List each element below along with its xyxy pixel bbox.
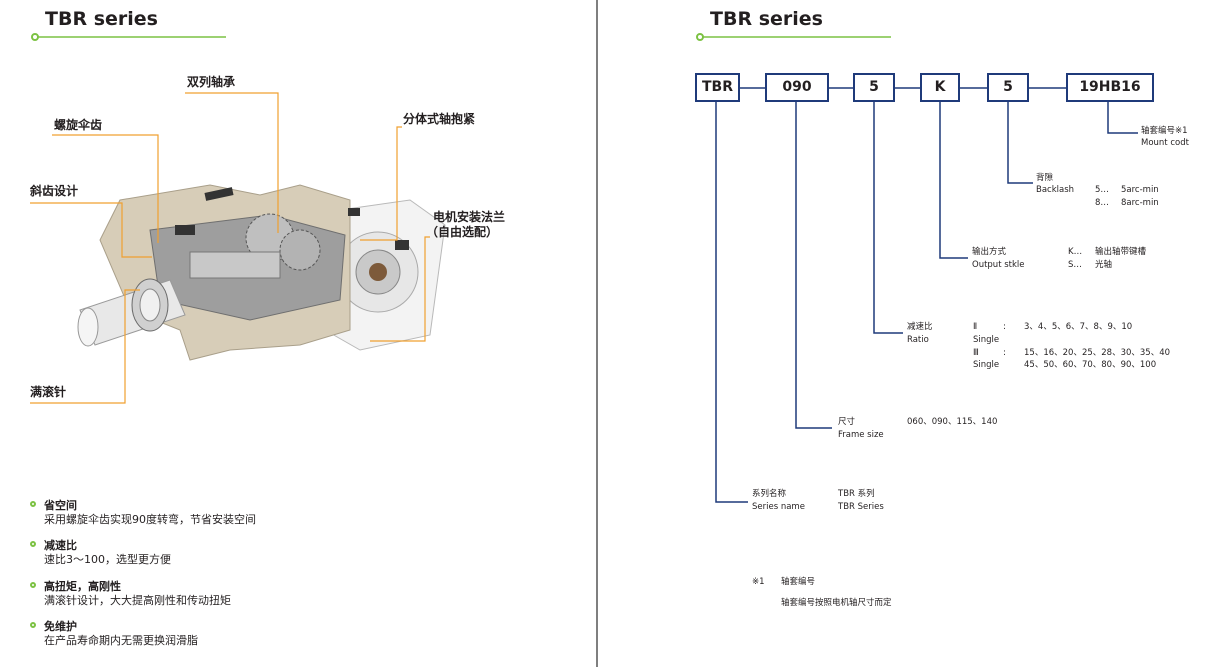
ratio-colon: : (1003, 322, 1006, 332)
feature-desc: 满滚针设计，大大提高刚性和传动扭矩 (44, 594, 231, 607)
backlash-label-en: Backlash (1036, 185, 1075, 195)
backlash-label-cn: 背隙 (1036, 173, 1054, 183)
feature-bullet-icon (30, 501, 36, 507)
code-box-ratio: 5 (853, 73, 895, 102)
callout-motor-flange-optional: （自由选配） (426, 225, 499, 239)
callout-spiral-bevel: 螺旋伞齿 (54, 118, 103, 132)
series-value-cn: TBR 系列 (838, 489, 875, 499)
footnote-title: 轴套编号 (781, 577, 816, 587)
ratio-colon: : (1003, 348, 1006, 358)
ratio-values: 3、4、5、6、7、8、9、10 (1024, 322, 1133, 332)
code-box-output: K (920, 73, 960, 102)
backlash-option-value: 5arc-min (1121, 185, 1159, 195)
code-box-frame: 090 (765, 73, 829, 102)
ratio-label-en: Ratio (907, 335, 929, 345)
gearbox-illustration (77, 184, 446, 361)
frame-label-en: Frame size (838, 430, 884, 440)
feature-title: 免维护 (44, 620, 77, 633)
feature-title: 减速比 (44, 539, 77, 552)
ratio-stage-sub: Single (973, 335, 1000, 345)
footnote-mark: ※1 (752, 577, 765, 587)
output-option-value: 输出轴带键槽 (1095, 247, 1147, 257)
ratio-values: 45、50、60、70、80、90、100 (1024, 360, 1157, 370)
backlash-option-key: 5… (1095, 185, 1109, 195)
code-box-series: TBR (695, 73, 740, 102)
output-option-value: 光轴 (1095, 260, 1113, 270)
output-label-en: Output stkle (972, 260, 1025, 270)
output-option-key: K… (1068, 247, 1083, 257)
output-label-cn: 输出方式 (972, 247, 1007, 257)
callout-helical: 斜齿设计 (30, 184, 79, 198)
series-label-en: Series name (752, 502, 805, 512)
callout-double-bearing: 双列轴承 (187, 75, 236, 89)
backlash-option-key: 8… (1095, 198, 1109, 208)
feature-title: 高扭矩，高刚性 (44, 580, 121, 593)
series-label-cn: 系列名称 (752, 489, 787, 499)
feature-bullet-icon (30, 582, 36, 588)
ratio-values: 15、16、20、25、28、30、35、40 (1024, 348, 1171, 358)
footnote-text: 轴套编号按照电机轴尺寸而定 (781, 598, 892, 608)
frame-label-cn: 尺寸 (838, 417, 856, 427)
mount-label-en: Mount codt (1141, 138, 1189, 148)
frame-values: 060、090、115、140 (907, 417, 998, 427)
ratio-label-cn: 减速比 (907, 322, 933, 332)
code-box-backlash: 5 (987, 73, 1029, 102)
ratio-stage-key: Ⅲ (973, 348, 979, 358)
mount-label-cn: 轴套编号※1 (1141, 126, 1188, 136)
feature-title: 省空间 (44, 499, 77, 512)
feature-desc: 在产品寿命期内无需更换润滑脂 (44, 634, 198, 647)
output-option-key: S… (1068, 260, 1082, 270)
feature-desc: 速比3～100，选型更方便 (44, 553, 171, 566)
backlash-option-value: 8arc-min (1121, 198, 1159, 208)
feature-bullet-icon (30, 622, 36, 628)
ratio-stage-key: Ⅱ (973, 322, 978, 332)
code-box-mount: 19HB16 (1066, 73, 1154, 102)
feature-desc: 采用螺旋伞齿实现90度转弯，节省安装空间 (44, 513, 256, 526)
callout-split-clamp: 分体式轴抱紧 (403, 112, 476, 126)
feature-bullet-icon (30, 541, 36, 547)
ratio-stage-sub: Single (973, 360, 1000, 370)
right-page-title: TBR series (710, 8, 823, 30)
callout-needle-roller: 满滚针 (30, 385, 67, 399)
left-page-title: TBR series (45, 8, 158, 30)
series-value-en: TBR Series (838, 502, 884, 512)
callout-motor-flange: 电机安装法兰 (433, 210, 506, 224)
